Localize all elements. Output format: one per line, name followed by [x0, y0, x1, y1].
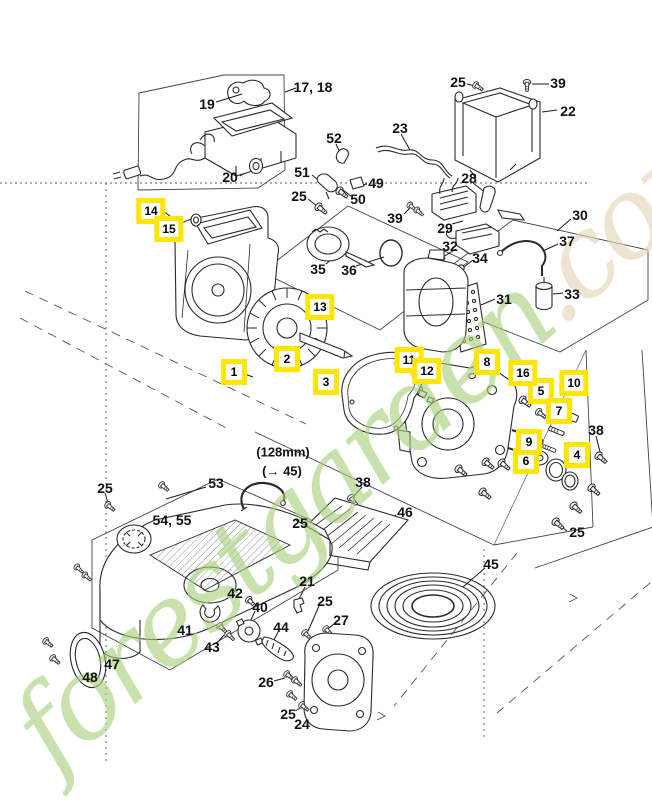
part-label-37-18: 37	[559, 233, 575, 249]
part-label-10-9[interactable]: 10	[559, 370, 589, 396]
part-label-33-19: 33	[564, 286, 580, 302]
part-label-2-1[interactable]: 2	[274, 346, 300, 372]
part-label-36-22: 36	[341, 262, 357, 278]
part-wiring-harness-23	[375, 145, 477, 221]
part-label-21-32: 21	[299, 573, 315, 589]
part-label-23-4: 23	[392, 120, 408, 136]
part-label-12-11[interactable]: 12	[412, 358, 442, 384]
part-label-25-8: 25	[291, 188, 307, 204]
part-label-4-3[interactable]: 4	[564, 442, 590, 468]
part-switch-contacts	[312, 148, 426, 219]
part-label-19-1: 19	[199, 96, 215, 112]
part-label-25-28: 25	[292, 515, 308, 531]
part-label-46-26: 46	[397, 504, 413, 520]
part-label-16-15[interactable]: 16	[508, 360, 538, 386]
part-label-51-5: 51	[294, 164, 310, 180]
part-grommet-20	[248, 157, 264, 175]
part-label-44-37: 44	[273, 619, 289, 635]
part-label-8-7[interactable]: 8	[474, 349, 500, 375]
part-oil-hose-128mm	[240, 481, 286, 512]
part-label-45-25: 45	[483, 556, 499, 572]
part-label-45-1: (→ 45)	[262, 463, 302, 479]
part-label-41-38: 41	[177, 622, 193, 638]
part-flywheel-cover-24	[281, 632, 374, 732]
part-label-34-13: 34	[472, 250, 488, 266]
part-label-13-12[interactable]: 13	[305, 294, 335, 320]
part-label-35-21: 35	[310, 261, 326, 277]
part-handle-housing-assembly	[112, 102, 297, 181]
part-label-50-7: 50	[350, 191, 366, 207]
part-label-38-27: 38	[355, 474, 371, 490]
part-label-38-23: 38	[588, 422, 604, 438]
part-label-25-14: 25	[450, 74, 466, 90]
part-label-47-43: 47	[104, 656, 120, 672]
part-label-48-44: 48	[82, 669, 98, 685]
part-engine-housing	[403, 249, 469, 353]
part-label-42-35: 42	[227, 585, 243, 601]
part-label-39-15: 39	[550, 75, 566, 91]
part-oil-hose-37	[496, 240, 553, 311]
part-bracket-19	[227, 79, 271, 107]
part-label-49-6: 49	[368, 175, 384, 191]
part-label-3-2[interactable]: 3	[313, 369, 339, 395]
part-label-27-34: 27	[333, 612, 349, 628]
part-label-5455-30: 54, 55	[152, 512, 192, 528]
part-fan-housing	[173, 206, 280, 341]
construction-lines	[0, 74, 652, 765]
part-cap-54-55	[116, 524, 152, 554]
part-label-1718-0: 17, 18	[293, 79, 333, 95]
part-label-128mm-0: (128mm)	[256, 444, 310, 460]
part-cover-47	[40, 631, 107, 689]
part-label-24-42: 24	[294, 716, 310, 732]
part-label-9-8[interactable]: 9	[516, 429, 542, 455]
part-label-40-36: 40	[252, 599, 268, 615]
part-label-43-39: 43	[204, 639, 220, 655]
part-coil-45	[370, 572, 496, 640]
part-lever-28	[479, 185, 526, 221]
part-label-26-40: 26	[258, 674, 274, 690]
part-label-31-20: 31	[496, 291, 512, 307]
part-label-25-31: 25	[97, 480, 113, 496]
part-label-22-16: 22	[560, 103, 576, 119]
part-label-15-14[interactable]: 15	[154, 216, 184, 242]
part-label-53-29: 53	[208, 475, 224, 491]
part-tank-housing-22	[454, 87, 541, 183]
part-crankcase	[397, 359, 541, 479]
part-label-25-24: 25	[569, 524, 585, 540]
part-label-7-6[interactable]: 7	[546, 398, 572, 424]
part-clutch-35	[306, 226, 403, 268]
part-label-25-33: 25	[317, 593, 333, 609]
part-label-39-9: 39	[387, 210, 403, 226]
part-label-32-12: 32	[442, 238, 458, 254]
part-label-30-17: 30	[572, 207, 588, 223]
part-label-52-3: 52	[326, 130, 342, 146]
part-label-29-11: 29	[437, 220, 453, 236]
part-label-20-2: 20	[222, 169, 238, 185]
part-label-28-10: 28	[461, 170, 477, 186]
part-label-1-0[interactable]: 1	[221, 359, 247, 385]
part-label-25-41: 25	[280, 706, 296, 722]
part-oil-pump-cluster	[199, 594, 335, 662]
